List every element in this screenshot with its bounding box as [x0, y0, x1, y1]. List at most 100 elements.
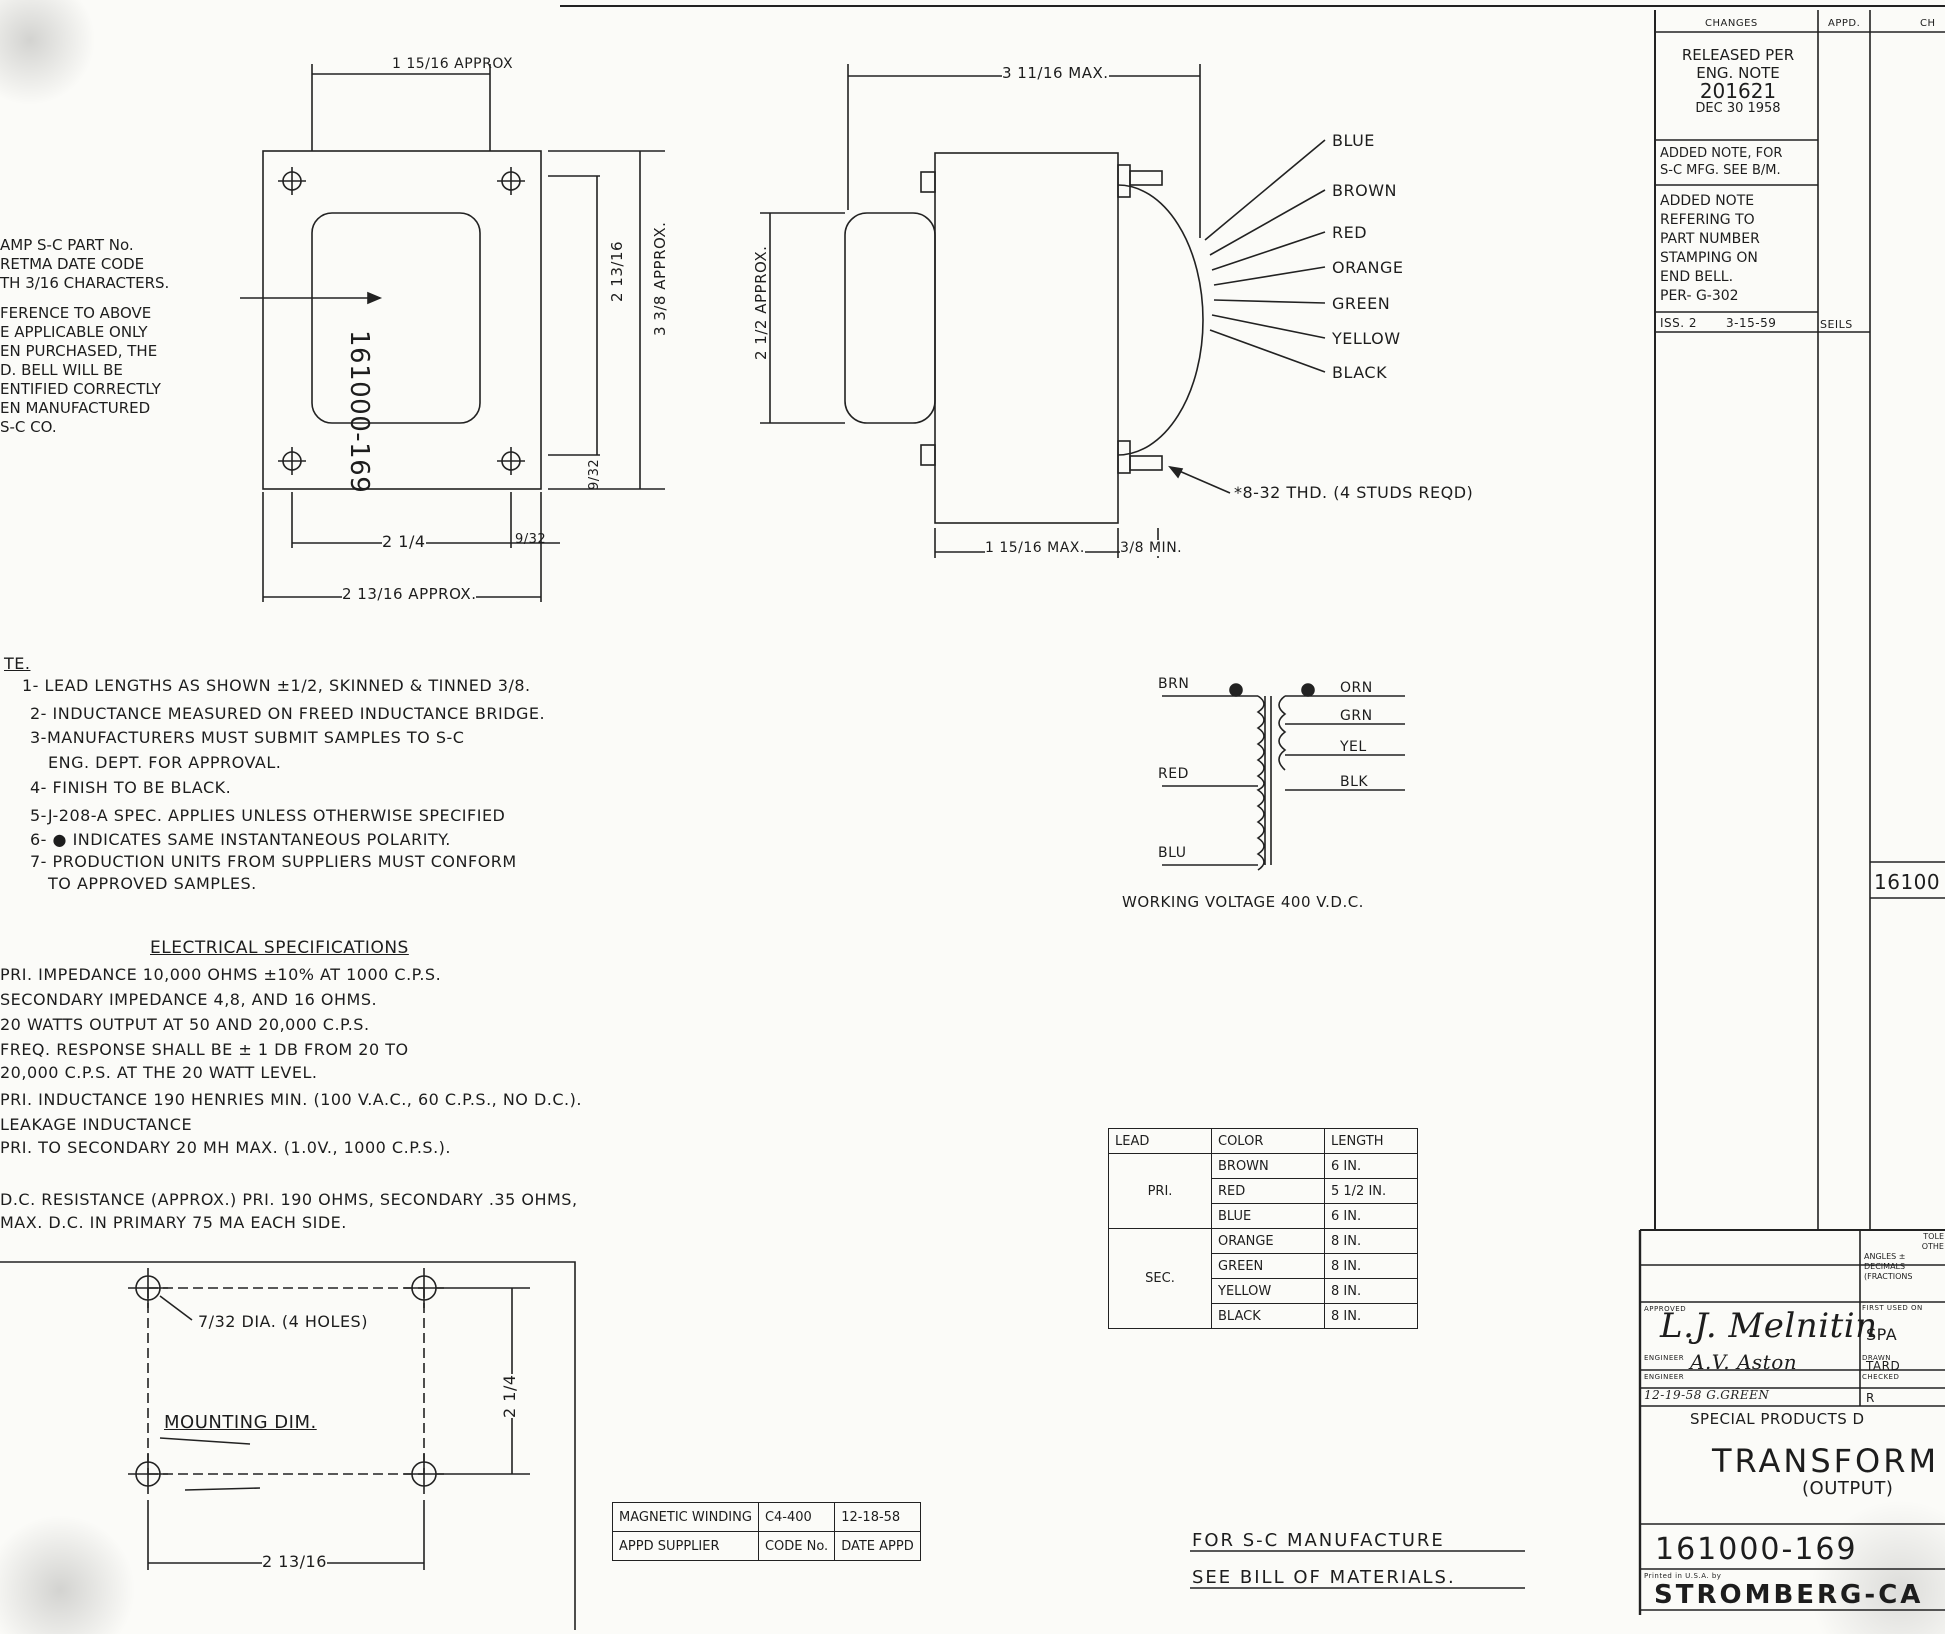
sc-bill-note: SEE BILL OF MATERIALS. — [1192, 1567, 1456, 1588]
printed-by: Printed in U.S.A. by — [1644, 1572, 1722, 1580]
table-cell: APPD SUPPLIER — [612, 1531, 759, 1561]
rev-released-line: RELEASED PER — [1681, 46, 1795, 64]
side-view-can — [934, 152, 1119, 524]
table-cell: 8 IN. — [1324, 1253, 1418, 1279]
table-row: SEC. ORANGE 8 IN. — [1108, 1228, 1418, 1329]
rev-issue-date: 3-15-59 — [1726, 316, 1777, 330]
table-cell: DATE APPD — [834, 1531, 921, 1561]
table-header-length: LENGTH — [1324, 1128, 1418, 1154]
table-cell: YELLOW — [1211, 1278, 1325, 1304]
table-cell: ORANGE — [1211, 1228, 1325, 1254]
table-row: BLACK 8 IN. — [1109, 1303, 1418, 1329]
rev-issue: ISS. 2 — [1660, 316, 1698, 330]
note-line: TO APPROVED SAMPLES. — [48, 874, 257, 893]
table-cell: 5 1/2 IN. — [1324, 1178, 1418, 1204]
elec-line: PRI. TO SECONDARY 20 MH MAX. (1.0V., 100… — [0, 1138, 451, 1157]
checked-value: R — [1866, 1391, 1875, 1405]
rev-initials: SEILS — [1820, 318, 1853, 331]
front-dim-height: 2 13/16 — [608, 240, 626, 302]
rev-note-line: PART NUMBER — [1660, 231, 1760, 247]
rev-note-line: S-C MFG. SEE B/M. — [1660, 163, 1781, 178]
lead-label-red: RED — [1332, 223, 1368, 242]
rev-released-number: 201621 — [1699, 79, 1777, 103]
stamp-note-line: TH 3/16 CHARACTERS. — [0, 274, 170, 292]
rev-note-line: ADDED NOTE, FOR — [1660, 146, 1783, 161]
stamp-note-line: EN MANUFACTURED — [0, 399, 151, 417]
side-view-dome — [1117, 184, 1204, 456]
elec-line: PRI. INDUCTANCE 190 HENRIES MIN. (100 V.… — [0, 1090, 582, 1109]
note-line: 1- LEAD LENGTHS AS SHOWN ±1/2, SKINNED &… — [22, 676, 531, 695]
drawing-subtitle: (OUTPUT) — [1802, 1478, 1894, 1499]
tolerance-block: TOLE OTHE ANGLES ± DECIMALS (FRACTIONS — [1864, 1232, 1944, 1282]
front-dim-top: 1 15/16 APPROX — [392, 56, 514, 72]
mounting-dim-horizontal: 2 13/16 — [262, 1552, 327, 1571]
stamp-note-line: D. BELL WILL BE — [0, 361, 123, 379]
front-dim-height2: 3 3/8 APPROX. — [651, 221, 669, 336]
table-cell: BROWN — [1211, 1153, 1325, 1179]
table-row: MAGNETIC WINDING C4-400 12-18-58 — [612, 1502, 921, 1532]
stud-note: *8-32 THD. (4 STUDS REQD) — [1234, 483, 1474, 502]
company-name: STROMBERG-CA — [1654, 1580, 1924, 1610]
lead-label-yellow: YELLOW — [1332, 329, 1401, 348]
front-view-outline — [262, 150, 542, 490]
rev-note-line: END BELL. — [1660, 269, 1734, 285]
rev-note1: ADDED NOTE, FOR S-C MFG. SEE B/M. — [1660, 145, 1782, 179]
elec-line: FREQ. RESPONSE SHALL BE ± 1 DB FROM 20 T… — [0, 1040, 409, 1059]
table-cell: BLUE — [1211, 1203, 1325, 1229]
elec-line: 20 WATTS OUTPUT AT 50 AND 20,000 C.P.S. — [0, 1015, 370, 1034]
mounting-diagram — [0, 1261, 576, 1630]
drawing-title: TRANSFORM — [1712, 1442, 1940, 1480]
side-dim-base: 1 15/16 MAX. — [985, 540, 1085, 556]
stamp-note-line: AMP S-C PART No. — [0, 236, 134, 254]
rev-note-line: ADDED NOTE — [1660, 193, 1755, 209]
lead-wires — [1204, 139, 1326, 373]
table-header-lead: LEAD — [1108, 1128, 1212, 1154]
tolerance-line: TOLE — [1923, 1232, 1944, 1241]
table-cell: 12-18-58 — [834, 1502, 921, 1532]
lead-label-black: BLACK — [1332, 363, 1388, 382]
drawing-number: 161000-169 — [1655, 1532, 1858, 1567]
rev-note-line: PER- G-302 — [1660, 288, 1739, 304]
table-cell: MAGNETIC WINDING — [612, 1502, 759, 1532]
elec-line: 20,000 C.P.S. AT THE 20 WATT LEVEL. — [0, 1063, 318, 1082]
stamp-note-line: FERENCE TO ABOVE — [0, 304, 152, 322]
notes-heading: TE. — [4, 654, 31, 673]
rev-header-appd: APPD. — [1828, 18, 1861, 29]
stamp-note-line: ENTIFIED CORRECTLY — [0, 380, 161, 398]
elec-line: LEAKAGE INDUCTANCE — [0, 1115, 193, 1134]
table-row: APPD SUPPLIER CODE No. DATE APPD — [612, 1531, 921, 1561]
table-row: BLUE 6 IN. — [1109, 1203, 1418, 1229]
mounting-dim-label: MOUNTING DIM. — [164, 1412, 317, 1433]
note-line: 2- INDUCTANCE MEASURED ON FREED INDUCTAN… — [30, 704, 546, 723]
front-dim-bottom-small: 9/32 — [587, 458, 602, 490]
elec-line: PRI. IMPEDANCE 10,000 OHMS ±10% AT 1000 … — [0, 965, 442, 984]
table-row: RED 5 1/2 IN. — [1109, 1178, 1418, 1204]
stud-top — [1129, 170, 1163, 186]
stud-bottom — [1129, 455, 1163, 471]
front-dim-hole-small: 9/32 — [515, 532, 547, 547]
signature-engineer: A.V. Aston — [1690, 1350, 1798, 1374]
signature-engineer2: 12-19-58 G.GREEN — [1644, 1388, 1770, 1402]
electrical-heading: ELECTRICAL SPECIFICATIONS — [150, 938, 409, 958]
sc-manufacture-note: FOR S-C MANUFACTURE — [1192, 1530, 1445, 1551]
front-dim-width: 2 13/16 APPROX. — [342, 585, 477, 603]
schematic-label-brn: BRN — [1158, 676, 1190, 692]
side-dim-height: 2 1/2 APPROX. — [752, 245, 770, 360]
table-header-color: COLOR — [1211, 1128, 1325, 1154]
tolerance-line: DECIMALS — [1864, 1262, 1906, 1271]
table-cell: 6 IN. — [1324, 1153, 1418, 1179]
schematic-label-red: RED — [1158, 766, 1189, 782]
division-name: SPECIAL PRODUCTS D — [1690, 1410, 1865, 1428]
tolerance-line: ANGLES ± — [1864, 1252, 1906, 1261]
label-first-used: FIRST USED ON — [1862, 1304, 1923, 1312]
note-line: ENG. DEPT. FOR APPROVAL. — [48, 753, 282, 772]
schematic-label-blk: BLK — [1340, 774, 1369, 790]
stamp-note-line: RETMA DATE CODE — [0, 255, 145, 273]
side-view-bell-left — [844, 212, 936, 424]
lead-label-green: GREEN — [1332, 294, 1391, 313]
schematic-label-grn: GRN — [1340, 708, 1373, 724]
elec-line: D.C. RESISTANCE (APPROX.) PRI. 190 OHMS,… — [0, 1190, 578, 1209]
drawn-value: TARD — [1866, 1359, 1901, 1373]
